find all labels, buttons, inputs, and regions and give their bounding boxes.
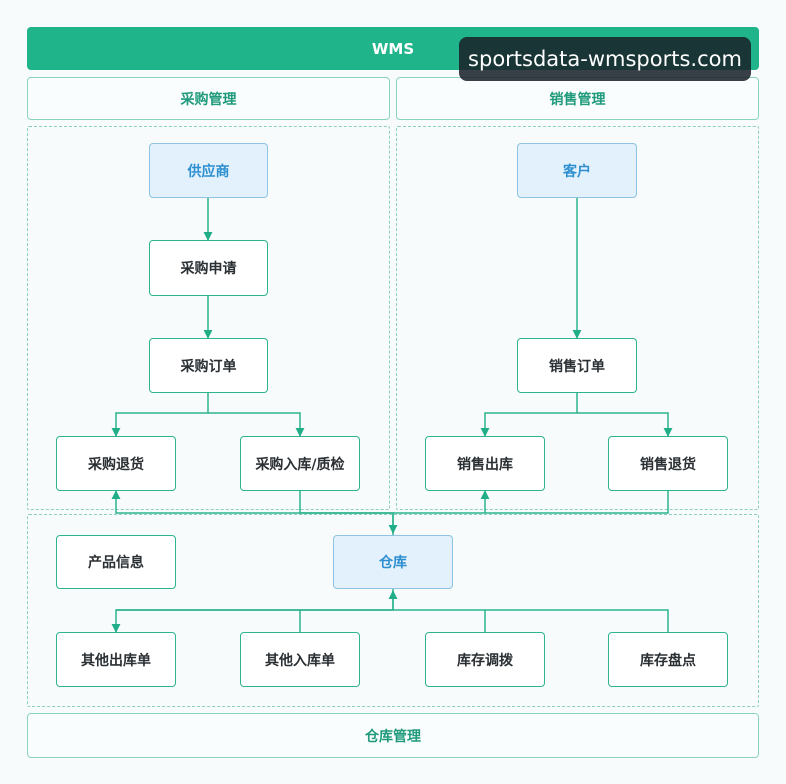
node-product-info-label: 产品信息 (88, 555, 144, 571)
sales-management-label: 销售管理 (549, 91, 606, 108)
edge-salesreturn-warehouse (393, 491, 669, 514)
node-other-inbound: 其他入库单 (240, 632, 360, 687)
edge-bottom-row-up (116, 609, 669, 632)
wms-title: WMS (371, 39, 415, 58)
node-purchase-inbound-qc-label: 采购入库/质检 (255, 456, 345, 473)
node-purchase-order-label: 采购订单 (180, 358, 237, 375)
node-stock-transfer: 库存调拨 (425, 632, 545, 687)
purchase-management-label: 采购管理 (180, 91, 237, 108)
edge-salesorder-return (577, 412, 673, 437)
edge-salesorder-split (480, 393, 578, 437)
node-other-inbound-label: 其他入库单 (265, 652, 335, 669)
node-stock-count-label: 库存盘点 (640, 652, 696, 669)
node-sales-order: 销售订单 (517, 338, 637, 393)
purchase-area (27, 126, 390, 510)
node-warehouse-label: 仓库 (379, 555, 407, 571)
node-stock-count: 库存盘点 (608, 632, 728, 687)
warehouse-management-label: 仓库管理 (365, 728, 421, 745)
node-purchase-request: 采购申请 (149, 240, 268, 296)
node-product-info: 产品信息 (56, 535, 176, 589)
node-other-outbound-label: 其他出库单 (81, 652, 151, 669)
watermark-badge: sportsdata-wmsports.com (459, 37, 751, 81)
node-sales-return-label: 销售退货 (640, 456, 696, 473)
edge-order-inbound (208, 412, 305, 437)
node-purchase-order: 采购订单 (149, 338, 268, 393)
node-purchase-inbound-qc: 采购入库/质检 (240, 436, 360, 491)
watermark-text: sportsdata-wmsports.com (468, 47, 742, 71)
node-supplier-label: 供应商 (187, 163, 230, 180)
sales-area (396, 126, 759, 510)
node-sales-order-label: 销售订单 (549, 358, 605, 375)
edge-inbound-warehouse (299, 491, 398, 534)
purchase-management-header: 采购管理 (27, 77, 390, 120)
node-sales-return: 销售退货 (608, 436, 728, 491)
warehouse-management-header: 仓库管理 (27, 713, 759, 758)
node-sales-outbound: 销售出库 (425, 436, 545, 491)
node-sales-outbound-label: 销售出库 (457, 456, 513, 473)
node-supplier: 供应商 (149, 143, 268, 198)
node-customer-label: 客户 (563, 163, 591, 180)
node-purchase-return: 采购退货 (56, 436, 176, 491)
node-stock-transfer-label: 库存调拨 (457, 652, 513, 669)
edge-order-split (111, 393, 209, 437)
node-other-outbound: 其他出库单 (56, 632, 176, 687)
node-purchase-request-label: 采购申请 (180, 261, 237, 277)
node-customer: 客户 (517, 143, 637, 198)
node-warehouse: 仓库 (333, 535, 453, 589)
node-purchase-return-label: 采购退货 (88, 456, 144, 473)
